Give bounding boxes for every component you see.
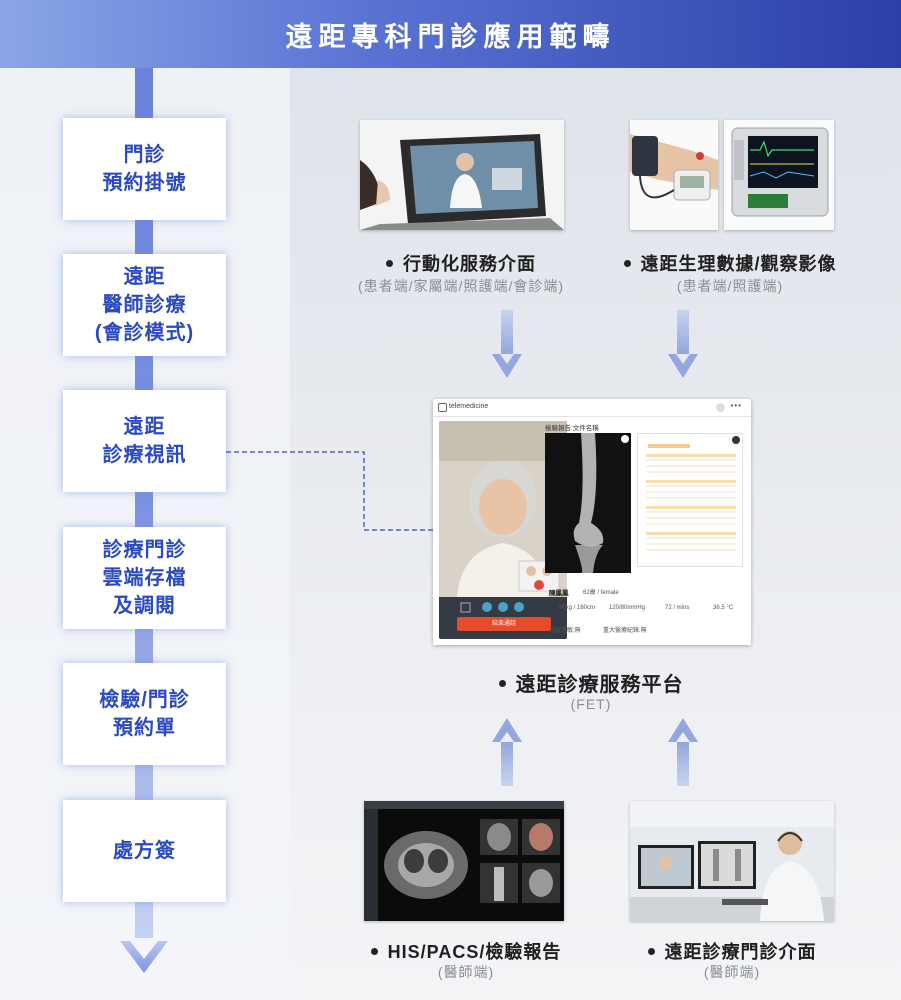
chevron-down-icon [120,941,168,973]
bullet-icon [647,947,655,955]
platform-caption: 遠距診療服務平台 [466,668,716,697]
bullet-icon [370,947,378,955]
arrow-up-icon [668,718,698,786]
bullet-icon [623,259,631,267]
weight-height: 60kg / 160cm [559,605,596,611]
mobile-service-caption: 行動化服務介面 [346,250,576,276]
clinic-interface-caption: 遠距診療門診介面 [612,938,852,964]
vital-data-sub: (患者端/照護端) [676,278,784,294]
mobile-service-sub: (患者端/家屬端/照護端/會診端) [358,278,564,294]
patient-monitor-photo [724,120,834,230]
his-pacs-caption: HIS/PACS/檢驗報告 [346,938,586,964]
arrow-down-icon [492,310,522,378]
bullet-icon [498,680,506,688]
step-remote-consult[interactable]: 遠距 醫師診療 (會診模式) [63,254,226,356]
telemedicine-platform-window: telemedicine ••• 結束通話 [433,399,751,645]
patient-meta: 62歲 / female [583,590,619,596]
app-titlebar: telemedicine ••• [433,399,751,417]
clinic-interface-photo [630,801,834,921]
pacs-photo [364,801,564,921]
lab-report-sheet [637,433,743,567]
app-logo-icon [438,403,447,412]
temperature: 36.5 °C [713,605,734,611]
bp-monitor-photo [630,120,718,230]
arrow-down-icon [668,310,698,378]
more-icon[interactable]: ••• [730,401,742,410]
step-cloud-archive[interactable]: 診療門診 雲端存檔 及調閱 [63,527,226,629]
step-appointment[interactable]: 門診 預約掛號 [63,118,226,220]
app-brand: telemedicine [449,403,489,410]
end-call-button[interactable]: 結束通話 [457,617,551,631]
patient-name: 陳鳳鳳 [549,590,569,597]
step-lab-order[interactable]: 檢驗/門診 預約單 [63,663,226,765]
mobile-service-photo [360,120,564,230]
xray-image [545,433,631,573]
step-video-visit[interactable]: 遠距 診療視訊 [63,390,226,492]
dashed-connector [226,451,436,531]
vital-data-caption: 遠距生理數據/觀察影像 [600,250,860,276]
page-title: 遠距專科門診應用範疇 [285,21,616,52]
platform-sub: (FET) [570,696,612,712]
header-banner: 遠距專科門診應用範疇 [0,0,901,68]
his-pacs-sub: (醫師端) [437,964,495,980]
bullet-icon [386,259,393,267]
arrow-up-icon [492,718,522,786]
heart-rate: 72 / mins [665,605,690,611]
major-records: 重大醫療紀錄:無 [603,628,647,634]
avatar[interactable] [716,403,725,412]
clinic-interface-sub: (醫師端) [703,964,761,980]
allergy-history: 過敏過敏:無 [549,628,581,634]
step-prescription[interactable]: 處方簽 [63,800,226,902]
blood-pressure: 120/80mmHg [609,605,646,611]
report-title: 檢驗報告:文件名稱 [545,425,599,432]
